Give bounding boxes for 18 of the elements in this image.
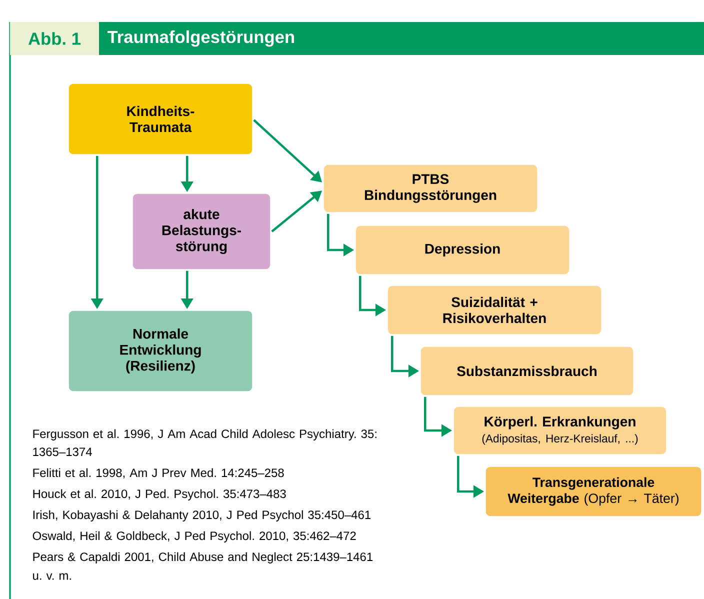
title: Traumafolgestörungen [107, 30, 294, 47]
reference: Irish, Kobayashi & Delahanty 2010, J Ped Psychol 35:450–461 [33, 510, 370, 522]
process-box: Körperl. Erkrankungen (Adipositas, Herz-Kreislauf, ...) [452, 405, 668, 456]
reference: Pears & Capaldi 2001, Child Abuse and Neglect 25:1439–1461 [33, 552, 372, 564]
reference: Felitti et al. 1998, Am J Prev Med. 14:245–258 [33, 468, 284, 478]
reference: Oswald, Heil & Goldbeck, J Ped Psychol. 2010, 35:462–472 [32, 531, 356, 542]
process-box: PTBS Bindungsstörungen [322, 163, 539, 214]
process-box: Normale Entwicklung (Resilienz) [67, 309, 254, 393]
process-box: Suizidalität + Risikoverhalten [386, 284, 603, 336]
reference: u. v. m. [33, 573, 71, 580]
process-box: Depression [354, 224, 571, 276]
process-box: Kindheits-Traumata [67, 82, 254, 156]
process-box: Substanzmissbrauch [419, 345, 635, 397]
process-box: Transgenerationale Weitergabe (Opfer → Täter) [484, 465, 703, 518]
reference: Houck et al. 2010, J Ped. Psychol. 35:473–483 [33, 489, 286, 500]
process-box: akute Belastungs-störung [131, 192, 272, 271]
figure-number: Abb. 1 [10, 22, 99, 55]
reference: Fergusson et al. 1996, J Am Acad Child Adolesc Psychiatry. 35: 1365–1374 [33, 429, 376, 456]
